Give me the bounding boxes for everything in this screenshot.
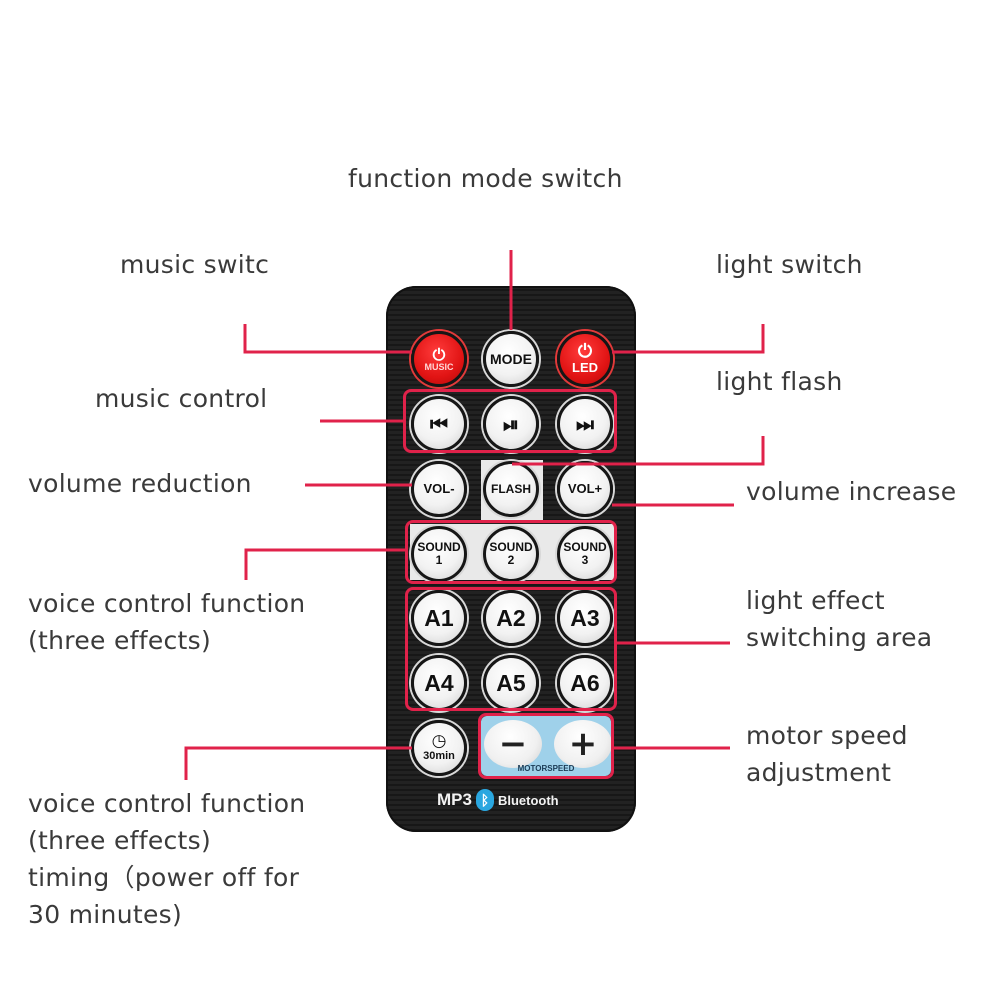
motor-speed-up-button[interactable]: + bbox=[554, 720, 612, 768]
a5-label: A5 bbox=[496, 669, 526, 696]
mode-button-label: MODE bbox=[490, 351, 532, 367]
label-timing-line3: timing（power off for bbox=[28, 863, 300, 892]
leader-line-group bbox=[184, 250, 765, 780]
leader-timing bbox=[184, 746, 412, 780]
label-timing: voice control function (three effects) t… bbox=[28, 785, 305, 933]
power-icon: ⏻ bbox=[577, 341, 593, 362]
minus-icon: − bbox=[498, 724, 528, 764]
brand-mp3: MP3 bbox=[437, 790, 472, 809]
sound-3-button[interactable]: SOUND 3 bbox=[557, 526, 613, 582]
label-light-switch: light switch bbox=[716, 250, 863, 279]
sound-3-label: SOUND bbox=[563, 540, 607, 554]
power-icon: ⏻ bbox=[432, 344, 446, 364]
music-button-label: MUSIC bbox=[424, 361, 454, 372]
label-motor-speed: motor speed adjustment bbox=[746, 717, 908, 791]
music-control-frame bbox=[403, 389, 617, 453]
label-voice-control-line1: voice control function bbox=[28, 589, 306, 618]
a6-label: A6 bbox=[570, 669, 600, 696]
label-timing-line4: 30 minutes) bbox=[28, 900, 183, 929]
label-light-flash: light flash bbox=[716, 367, 843, 396]
plus-icon: + bbox=[568, 724, 598, 764]
sound-2-button[interactable]: SOUND 2 bbox=[483, 526, 539, 582]
brand-bluetooth: Bluetooth bbox=[497, 792, 559, 808]
brand-footer: MP3 ᛒ Bluetooth bbox=[437, 789, 559, 811]
volume-down-button[interactable]: VOL- bbox=[411, 461, 467, 517]
leader-light-flash bbox=[512, 436, 765, 466]
label-voice-control: voice control function (three effects) bbox=[28, 585, 305, 659]
label-timing-line1: voice control function bbox=[28, 789, 306, 818]
led-button-label: LED bbox=[572, 360, 598, 375]
effect-a2-button[interactable]: A2 bbox=[483, 590, 539, 646]
label-light-effect: light effect switching area bbox=[746, 582, 932, 656]
bluetooth-icon: ᛒ bbox=[475, 789, 494, 811]
sound-1-label: SOUND bbox=[417, 540, 461, 554]
leader-light-switch bbox=[612, 324, 765, 354]
led-power-button[interactable]: ⏻ LED bbox=[557, 331, 613, 387]
flash-label: FLASH bbox=[491, 481, 531, 496]
label-light-effect-line2: switching area bbox=[746, 623, 933, 652]
timer-30min-button[interactable]: ◷ 30min bbox=[411, 720, 467, 776]
play-pause-icon: ⏯ bbox=[503, 412, 519, 436]
label-timing-line2: (three effects) bbox=[28, 826, 212, 855]
mode-button[interactable]: MODE bbox=[483, 331, 539, 387]
label-motor-speed-line1: motor speed bbox=[746, 721, 908, 750]
volume-up-button[interactable]: VOL+ bbox=[557, 461, 613, 517]
light-effect-frame bbox=[405, 587, 617, 711]
a4-label: A4 bbox=[424, 669, 454, 696]
a1-label: A1 bbox=[424, 604, 454, 631]
sound-3-number: 3 bbox=[581, 553, 589, 567]
flash-button[interactable]: FLASH bbox=[483, 461, 539, 517]
sound-1-number: 1 bbox=[435, 553, 443, 567]
sound-1-button[interactable]: SOUND 1 bbox=[411, 526, 467, 582]
label-music-switch: music switc bbox=[120, 250, 270, 279]
a2-label: A2 bbox=[496, 604, 526, 631]
vol-minus-label: VOL- bbox=[423, 481, 455, 496]
sound-2-number: 2 bbox=[507, 553, 515, 567]
vol-plus-label: VOL+ bbox=[567, 481, 603, 496]
clock-icon: ◷ bbox=[431, 731, 447, 751]
leader-voice-control bbox=[244, 548, 406, 580]
music-power-button[interactable]: ⏻ MUSIC bbox=[411, 331, 467, 387]
sound-2-label: SOUND bbox=[489, 540, 533, 554]
label-motor-speed-line2: adjustment bbox=[746, 758, 892, 787]
motor-speed-down-button[interactable]: − bbox=[484, 720, 542, 768]
label-music-control: music control bbox=[95, 384, 268, 413]
label-light-effect-line1: light effect bbox=[746, 586, 885, 615]
effect-a1-button[interactable]: A1 bbox=[411, 590, 467, 646]
label-volume-reduction: volume reduction bbox=[28, 469, 252, 498]
previous-icon: ⏮ bbox=[430, 412, 448, 436]
next-icon: ⏭ bbox=[576, 412, 594, 436]
timer-label: 30min bbox=[423, 750, 455, 762]
motor-speed-frame bbox=[478, 713, 614, 779]
label-voice-control-line2: (three effects) bbox=[28, 626, 212, 655]
a3-label: A3 bbox=[570, 604, 600, 631]
label-volume-increase: volume increase bbox=[746, 477, 957, 506]
motor-speed-text: MOTORSPEED bbox=[517, 764, 575, 773]
leader-music-switch bbox=[243, 324, 412, 354]
label-function-mode-switch: function mode switch bbox=[348, 164, 623, 193]
sound-frame bbox=[405, 520, 617, 584]
effect-a3-button[interactable]: A3 bbox=[557, 590, 613, 646]
